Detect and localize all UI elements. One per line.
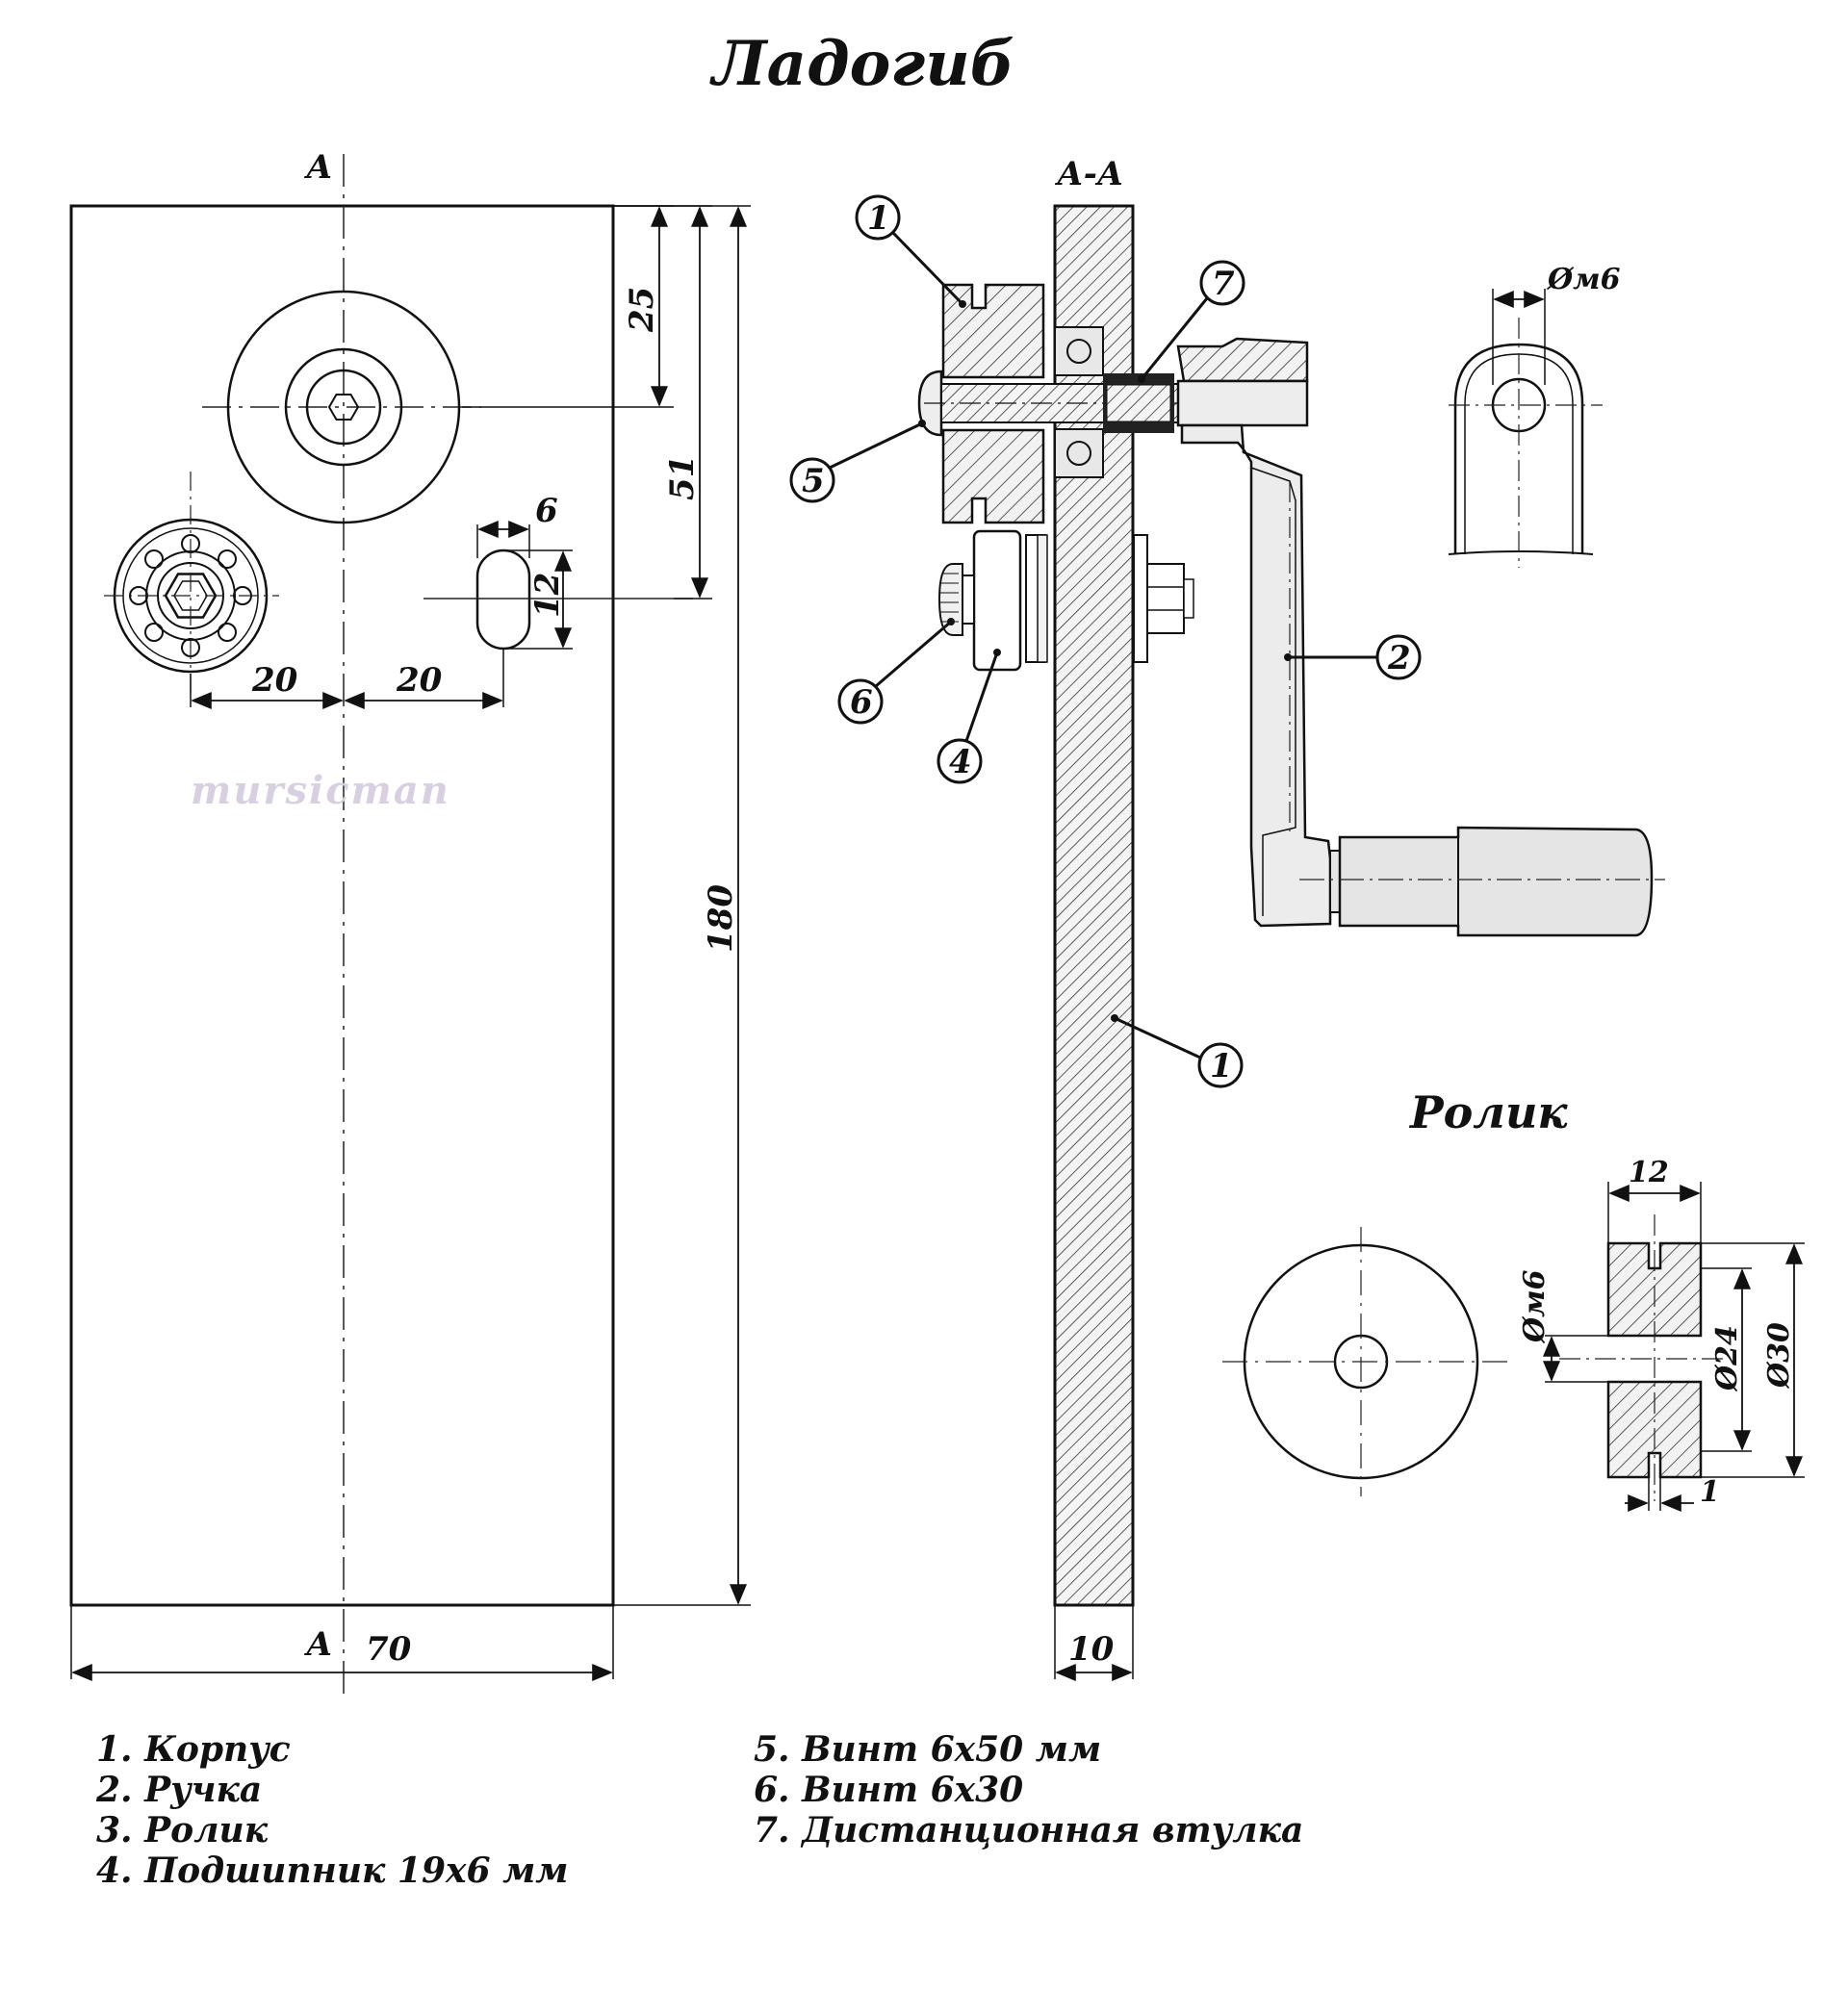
parts-legend-left: 1. Корпус 2. Ручка 3. Ролик 4. Подшипник…	[96, 1729, 569, 1891]
dim-roller-bore: Øм6	[1518, 1269, 1552, 1344]
svg-text:5: 5	[802, 462, 825, 500]
nut-icon	[1146, 563, 1185, 634]
body-plate-outline	[69, 204, 615, 1607]
svg-text:6: 6	[850, 683, 873, 722]
legend-item: 5. Винт 6х50 мм	[754, 1729, 1102, 1770]
roller-section-upper	[941, 283, 1045, 379]
section-mark-top: А	[303, 148, 333, 187]
callout-1: 1	[1111, 1014, 1244, 1088]
bearing-front-view	[104, 472, 279, 693]
legend-item: 3. Ролик	[96, 1810, 269, 1851]
dim-180: 180	[702, 884, 740, 953]
section-mark-bottom: А	[303, 1625, 333, 1664]
dim-roller-width: 12	[1629, 1156, 1669, 1189]
handle-hub	[1176, 337, 1309, 383]
dim-70: 70	[366, 1630, 412, 1669]
dim-6: 6	[535, 492, 558, 530]
svg-text:4: 4	[949, 743, 972, 781]
dim-10: 10	[1068, 1630, 1115, 1669]
callout-2: 2	[1284, 634, 1422, 680]
watermark: mursicman	[191, 768, 450, 813]
dim-roller-d24: Ø24	[1710, 1325, 1744, 1392]
roller-section-lower	[941, 428, 1045, 524]
bearing-section-upper	[1054, 326, 1104, 376]
dim-handle-m6: Øм6	[1546, 263, 1621, 296]
callout-3: 1	[855, 194, 966, 308]
parts-legend-right: 5. Винт 6х50 мм 6. Винт 6х30 7. Дистанци…	[754, 1729, 1303, 1851]
dim-12: 12	[528, 573, 567, 618]
legend-item: 7. Дистанционная втулка	[754, 1810, 1304, 1851]
drawing-title: Ладогиб	[709, 28, 1014, 100]
callout-1-text: 1	[1210, 1047, 1233, 1085]
dim-20-left: 20	[251, 661, 298, 700]
roller-detail: Ролик 12 Øм6 Ø24 Ø30	[1222, 1086, 1805, 1512]
legend-item: 4. Подшипник 19х6 мм	[96, 1851, 569, 1891]
roller-outer-circle	[226, 290, 461, 524]
dim-roller-d30: Ø30	[1762, 1322, 1796, 1390]
legend-item: 1. Корпус	[96, 1729, 291, 1770]
svg-text:2: 2	[1387, 639, 1411, 677]
callout-4: 4	[937, 649, 1001, 784]
roller-view-title: Ролик	[1408, 1086, 1568, 1138]
dim-51: 51	[663, 455, 702, 500]
handle-grip-neck	[1329, 850, 1341, 913]
svg-text:1: 1	[867, 199, 890, 238]
callout-7: 7	[1138, 260, 1245, 383]
screw-head-6	[937, 563, 963, 636]
svg-text:7: 7	[1212, 265, 1235, 303]
hex-socket-icon	[327, 394, 360, 421]
legend-item: 6. Винт 6х30	[754, 1770, 1024, 1810]
handle-lever	[1180, 423, 1332, 928]
section-view: А-А 10	[789, 155, 1665, 1681]
dim-20-right: 20	[396, 661, 443, 700]
dim-roller-groove: 1	[1700, 1475, 1720, 1509]
handle-end-detail: Øм6	[1448, 263, 1621, 568]
screw-head-circle	[305, 369, 382, 446]
legend-item: 2. Ручка	[96, 1770, 263, 1810]
handle-grip	[1338, 826, 1654, 937]
callout-6: 6	[837, 618, 955, 725]
roller-inner-circle	[284, 347, 403, 467]
dim-25: 25	[623, 287, 661, 333]
section-label: А-А	[1054, 155, 1124, 193]
bearing-section-lower	[1054, 428, 1104, 478]
callout-5: 5	[789, 420, 926, 503]
front-view: А А	[69, 148, 751, 1694]
